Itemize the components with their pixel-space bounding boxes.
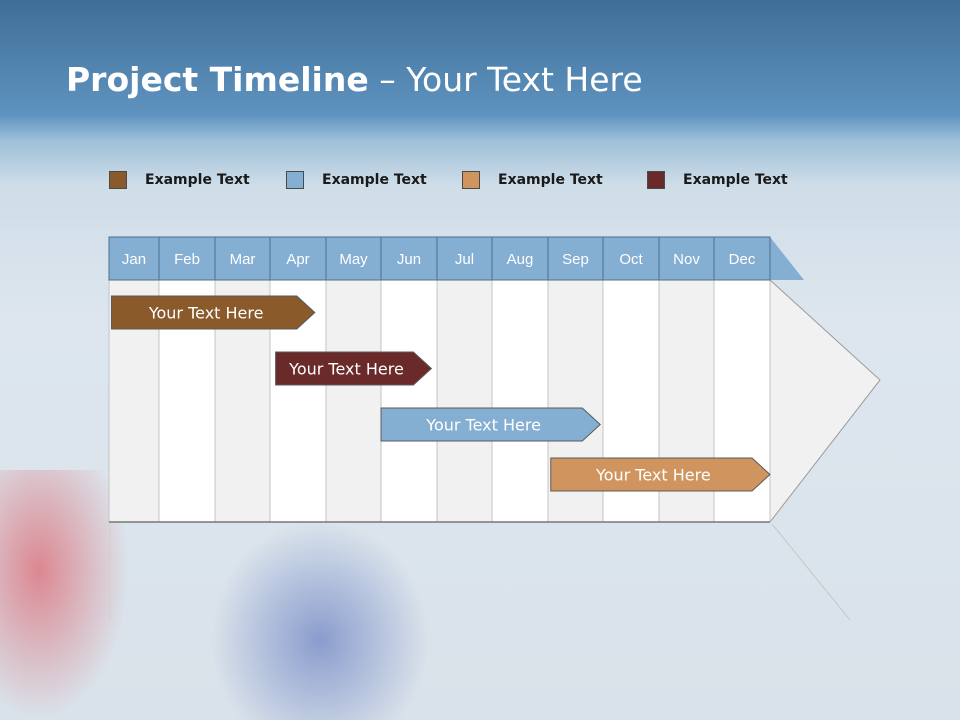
month-label-mar: Mar (230, 251, 256, 268)
legend-swatch-3 (462, 171, 480, 189)
month-label-jan: Jan (122, 251, 146, 268)
legend-label-4: Example Text (683, 172, 788, 188)
legend-swatch-1 (109, 171, 127, 189)
month-label-jun: Jun (397, 251, 421, 268)
month-label-sep: Sep (562, 251, 589, 268)
month-header-mar (214, 236, 271, 281)
month-column-aug (491, 279, 549, 523)
legend-swatch-2 (286, 171, 304, 189)
month-header-jan (108, 236, 160, 281)
timeline-bar-label-1: Your Text Here (148, 304, 264, 323)
month-label-apr: Apr (286, 251, 309, 268)
month-label-may: May (339, 251, 368, 268)
timeline-bar-1 (111, 295, 316, 330)
month-header-oct (602, 236, 660, 281)
month-label-nov: Nov (673, 251, 700, 268)
month-label-jul: Jul (455, 251, 474, 268)
month-column-jun (380, 279, 438, 523)
cape-figure (0, 470, 130, 720)
body-figure (210, 520, 430, 720)
month-header-dec (713, 236, 771, 281)
legend-label-3: Example Text (498, 172, 603, 188)
month-column-may (325, 279, 382, 523)
legend-swatch-4 (647, 171, 665, 189)
timeline-bar-label-3: Your Text Here (425, 416, 541, 435)
month-label-aug: Aug (507, 251, 534, 268)
month-header-jun (380, 236, 438, 281)
timeline-bar-label-2: Your Text Here (288, 360, 404, 379)
month-column-jul (436, 279, 493, 523)
month-header-sep (547, 236, 604, 281)
month-header-feb (158, 236, 216, 281)
timeline-reflection-line (771, 523, 851, 621)
month-label-dec: Dec (729, 251, 756, 268)
legend-label-1: Example Text (145, 172, 250, 188)
timeline-arrow-tip-header (770, 237, 804, 280)
month-header-jul (436, 236, 493, 281)
month-label-oct: Oct (619, 251, 643, 268)
timeline-bar-2 (275, 351, 433, 386)
timeline-bar-3 (380, 407, 601, 442)
month-label-feb: Feb (174, 251, 200, 268)
timeline-bar-label-4: Your Text Here (595, 466, 711, 485)
timeline-bar-4 (550, 457, 771, 492)
page-title: Project Timeline – Your Text Here (66, 60, 643, 99)
legend-label-2: Example Text (322, 172, 427, 188)
